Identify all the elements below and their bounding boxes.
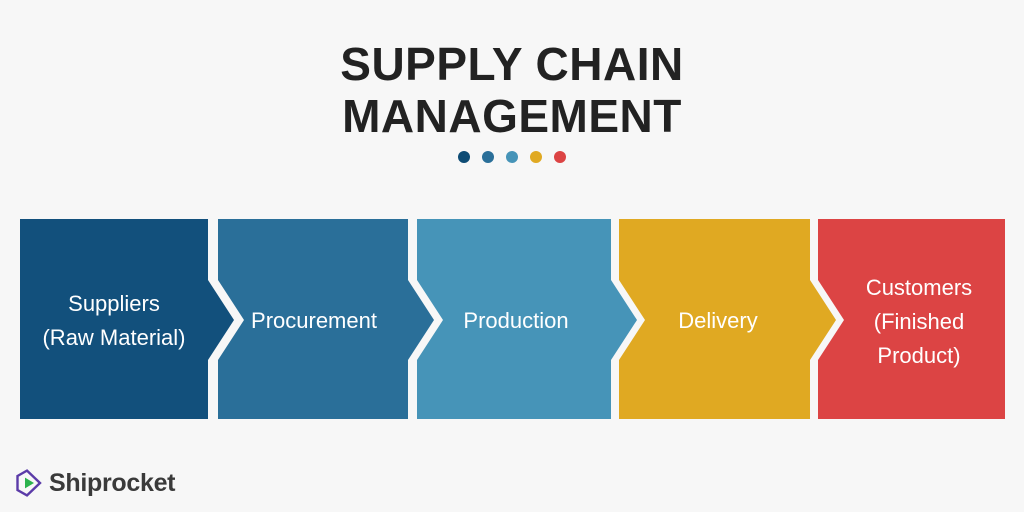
flow-stage-delivery-label-line-1: Delivery [678, 308, 757, 333]
flow-stage-procurement-label-line-1: Procurement [251, 308, 377, 333]
dot-1 [458, 151, 470, 163]
flow-stage-procurement-shape[interactable] [218, 219, 434, 419]
dot-2 [482, 151, 494, 163]
flow-stage-customers-shape[interactable] [818, 219, 1005, 419]
title-block: SUPPLY CHAIN MANAGEMENT [0, 38, 1024, 142]
page-title: SUPPLY CHAIN MANAGEMENT [340, 38, 684, 142]
logo-play-triangle [25, 477, 34, 489]
dot-4 [530, 151, 542, 163]
flow-stage-customers-label-line-3: Product) [877, 343, 960, 368]
dot-divider [0, 151, 1024, 163]
flow-stage-production-label-line-1: Production [463, 308, 568, 333]
logo-hex-outline [16, 469, 42, 497]
flow-stage-procurement[interactable]: Procurement [218, 219, 434, 419]
flow-stage-suppliers[interactable]: Suppliers (Raw Material) [20, 219, 234, 419]
dot-3 [506, 151, 518, 163]
flow-stage-suppliers-label-line-2: (Raw Material) [42, 325, 185, 350]
flow-stage-production[interactable]: Production [417, 219, 637, 419]
flow-stage-delivery-shape[interactable] [619, 219, 836, 419]
flow-stage-customers[interactable]: Customers (Finished Product) [818, 219, 1005, 419]
flow-stage-suppliers-label-line-1: Suppliers [68, 291, 160, 316]
flow-stage-customers-label-line-2: (Finished [874, 309, 964, 334]
dot-5 [554, 151, 566, 163]
flow-stage-suppliers-shape[interactable] [20, 219, 234, 419]
flow-stage-production-shape[interactable] [417, 219, 637, 419]
flow-stage-delivery[interactable]: Delivery [619, 219, 836, 419]
shiprocket-play-icon [16, 469, 42, 497]
footer-logo[interactable]: Shiprocket [14, 468, 176, 498]
logo-wordmark: Shiprocket [49, 468, 176, 497]
flow-stage-customers-label-line-1: Customers [866, 275, 972, 300]
